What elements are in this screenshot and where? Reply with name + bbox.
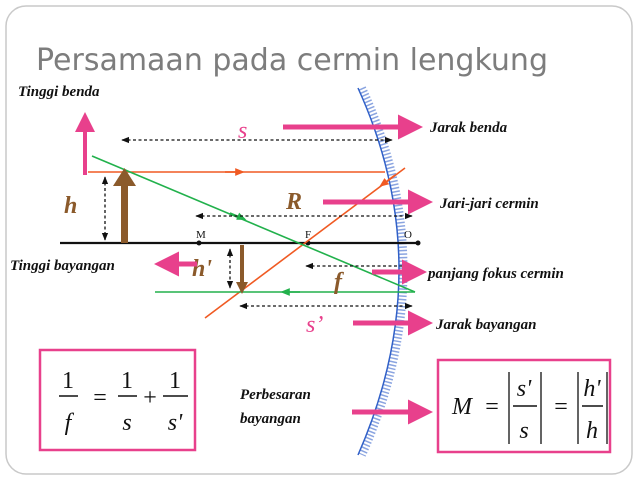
point-f-label: F [305, 229, 311, 241]
label-jari-jari: Jari-jari cermin [439, 196, 539, 212]
mag-eq1: = [485, 394, 499, 420]
mag-den2: h [586, 418, 598, 444]
symbol-s: s [238, 118, 247, 144]
label-tinggi-bayangan: Tinggi bayangan [10, 258, 115, 274]
image-arrow [236, 245, 248, 294]
formula-plus: + [143, 385, 157, 411]
formula-lhs-num: 1 [62, 368, 74, 394]
mag-den1: s [519, 418, 528, 444]
formula-t2-num: 1 [169, 368, 181, 394]
formula-eq: = [93, 385, 107, 411]
point-o [415, 240, 421, 246]
mirror-formula-box: 1 f = 1 s + 1 s' [38, 348, 197, 452]
label-perbesaran-2: bayangan [240, 411, 301, 427]
symbol-s-prime: s’ [306, 312, 323, 338]
light-rays [88, 155, 416, 319]
point-m-label: M [196, 229, 206, 241]
page-title: Persamaan pada cermin lengkung [36, 43, 548, 78]
label-jarak-bayangan: Jarak bayangan [435, 317, 536, 333]
symbol-f: f [334, 269, 344, 295]
formula-t1-den: s [122, 410, 131, 436]
symbol-r: R [285, 189, 302, 215]
pointer-arrows [154, 114, 433, 425]
slide-frame [5, 5, 633, 475]
point-m [196, 240, 202, 246]
magnification-formula-box: M = s' s = h' h [436, 358, 612, 454]
object-arrow [113, 168, 136, 243]
point-o-label: O [404, 229, 412, 241]
symbol-h-prime: h' [192, 256, 212, 282]
mag-num2: h' [583, 376, 601, 402]
label-jarak-benda: Jarak benda [429, 120, 508, 136]
mag-m: M [451, 394, 474, 420]
symbol-h: h [64, 193, 77, 219]
dimension-arrows [101, 136, 413, 310]
formula-t2-den: s' [168, 410, 183, 436]
mag-num1: s' [517, 376, 532, 402]
mag-eq2: = [554, 394, 568, 420]
label-perbesaran-1: Perbesaran [240, 387, 311, 403]
formula-lhs-den: f [65, 410, 75, 436]
label-tinggi-benda: Tinggi benda [18, 84, 100, 100]
label-fokus: panjang fokus cermin [426, 266, 564, 282]
formula-t1-num: 1 [121, 368, 133, 394]
